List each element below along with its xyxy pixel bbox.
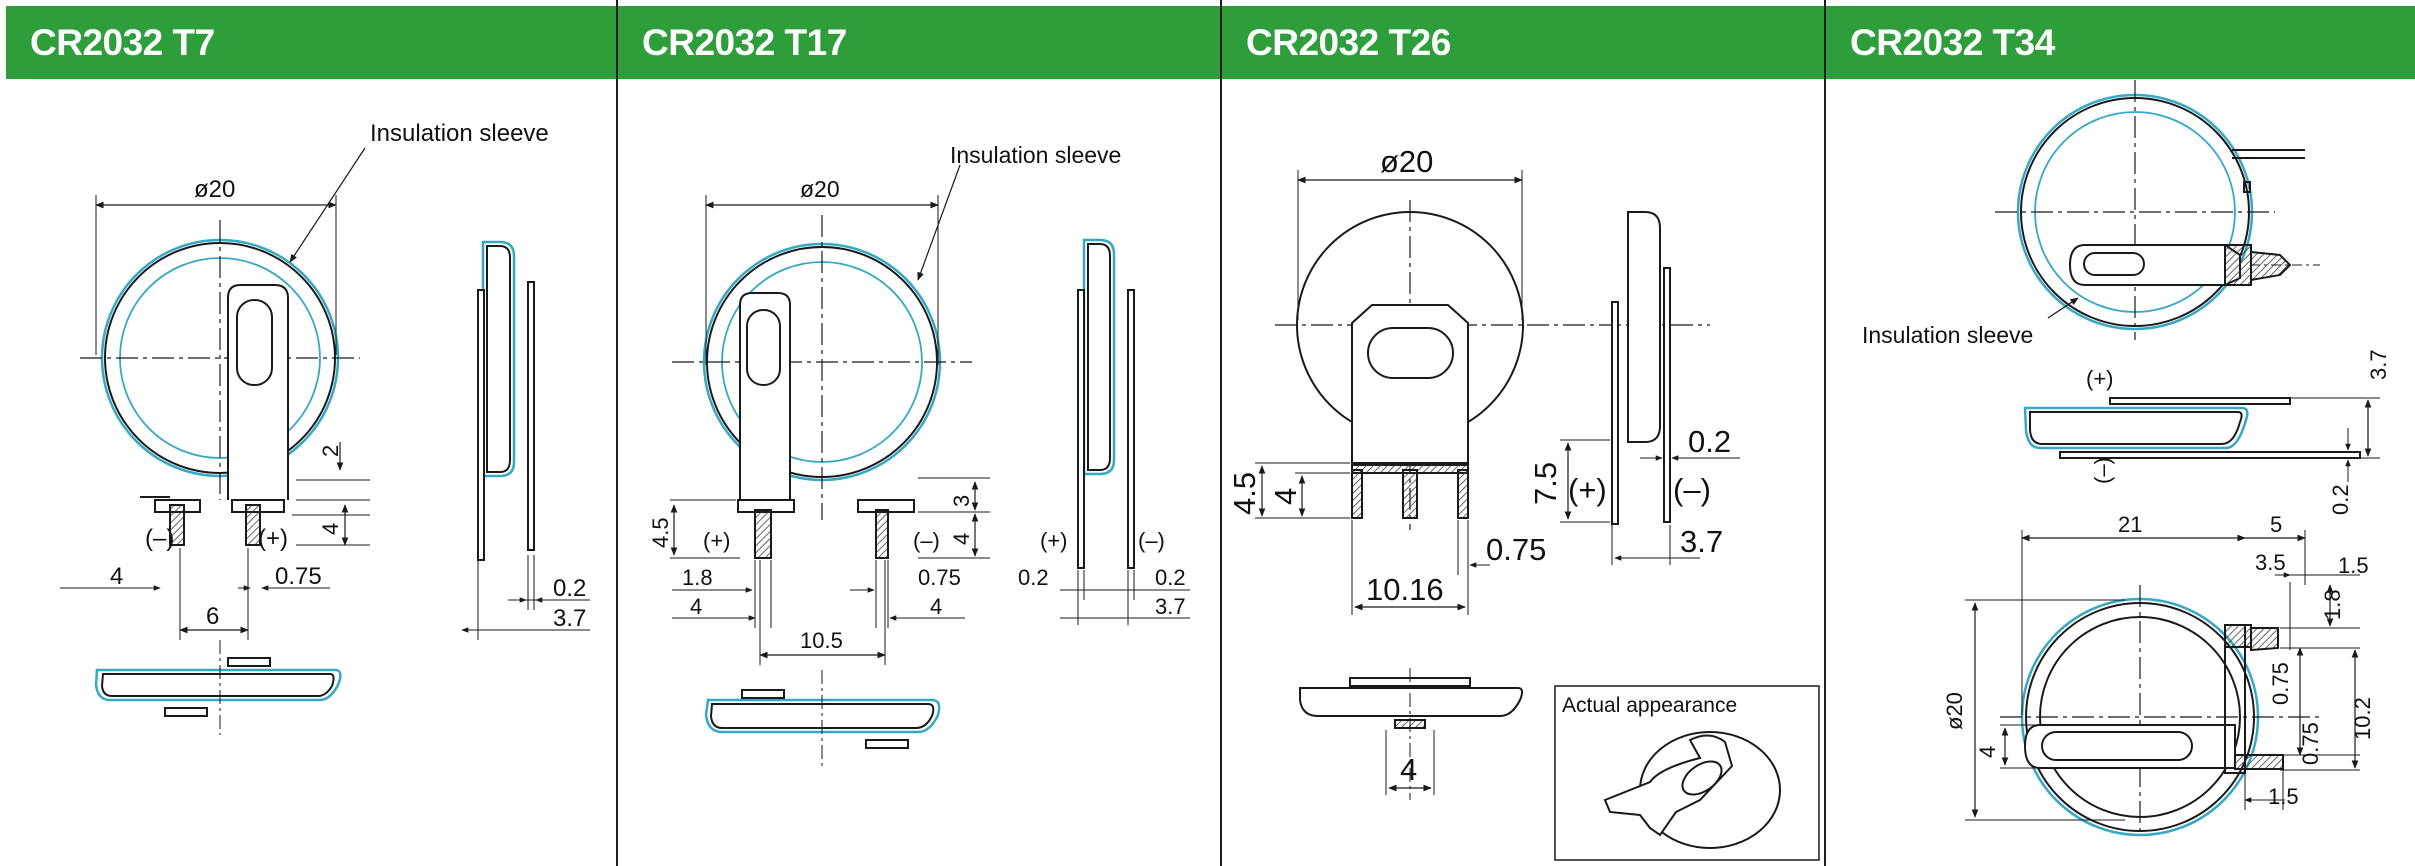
t34-label-d075b: 0.75 — [2298, 722, 2323, 765]
t17-label-d18: 1.8 — [682, 565, 713, 590]
t26-label-d075: 0.75 — [1486, 532, 1546, 567]
panel-title-t26: CR2032 T26 — [1246, 21, 1451, 63]
t17-label-d45: 4.5 — [648, 517, 673, 548]
t17-label-d105: 10.5 — [800, 628, 843, 653]
t7-label-dia: ø20 — [194, 176, 235, 203]
t7-label-d075: 0.75 — [275, 563, 322, 590]
t34-label-d35: 3.5 — [2255, 550, 2286, 575]
t34-label-pos: (+) — [2086, 366, 2114, 391]
t34-label-neg: (–) — [2090, 457, 2115, 484]
t34-bottom-view — [1965, 530, 2360, 837]
t17-label-sneg: (–) — [1138, 528, 1165, 553]
t26-labels: ø20 4.5 4 0.75 10.16 7.5 (+) (–) 0.2 3.7… — [1227, 144, 1737, 787]
t34-labels: Insulation sleeve (+) (–) 3.7 0.2 21 5 3… — [1862, 322, 2391, 809]
t7-label-d4a: 4 — [318, 523, 343, 535]
t34-side-view — [2023, 397, 2380, 482]
t17-label-d3: 3 — [949, 495, 974, 507]
t34-drawing — [1965, 80, 2380, 837]
panel-header-t26: CR2032 T26 — [1222, 6, 1824, 79]
t17-label-sleeve: Insulation sleeve — [950, 142, 1121, 168]
t7-label-d02: 0.2 — [553, 575, 586, 602]
t34-label-d102: 10.2 — [2350, 697, 2375, 740]
t34-label-d4: 4 — [1975, 746, 2000, 758]
t26-label-actual: Actual appearance — [1562, 694, 1737, 717]
t26-side-view — [1560, 211, 1740, 565]
t17-side-view — [1060, 238, 1190, 625]
t34-label-d15b: 1.5 — [2268, 784, 2299, 809]
t26-label-d37: 3.7 — [1680, 524, 1723, 559]
t17-label-pos: (+) — [703, 528, 731, 553]
t7-label-sleeve: Insulation sleeve — [370, 120, 549, 147]
t7-bottom-view — [94, 640, 342, 735]
t7-side-view — [461, 240, 590, 640]
panel-header-t17: CR2032 T17 — [618, 6, 1220, 79]
t17-label-d075: 0.75 — [918, 565, 961, 590]
t34-label-d075a: 0.75 — [2268, 662, 2293, 705]
t7-label-d4b: 4 — [110, 563, 123, 590]
t7-label-pos: (+) — [258, 525, 288, 552]
t17-label-d4a: 4 — [690, 594, 702, 619]
t34-label-d18: 1.8 — [2320, 589, 2345, 620]
t26-label-neg: (–) — [1673, 472, 1711, 507]
t17-label-d37: 3.7 — [1155, 594, 1186, 619]
panel-t7: CR2032 T7 — [6, 0, 618, 866]
t26-label-pos: (+) — [1568, 472, 1607, 507]
t26-label-dia: ø20 — [1380, 144, 1433, 179]
t7-label-neg: (–) — [145, 525, 174, 552]
t26-label-d75: 7.5 — [1528, 462, 1563, 505]
t7-label-d2: 2 — [318, 445, 343, 457]
t26-drawing — [1255, 170, 1820, 861]
t26-actual-appearance — [1554, 685, 1820, 861]
t17-bottom-view — [704, 670, 941, 768]
t17-label-spos: (+) — [1040, 528, 1068, 553]
t34-label-d5: 5 — [2270, 512, 2282, 537]
t26-label-d1016: 10.16 — [1366, 572, 1444, 607]
t34-label-d02: 0.2 — [2328, 484, 2353, 515]
t26-label-d4: 4 — [1268, 488, 1303, 505]
t17-top-view — [670, 164, 990, 665]
t17-label-neg: (–) — [913, 528, 940, 553]
panel-header-t34: CR2032 T34 — [1826, 6, 2415, 79]
t17-label-d4: 4 — [949, 533, 974, 545]
panel-title-t34: CR2032 T34 — [1850, 21, 2055, 63]
t34-label-d21: 21 — [2118, 512, 2142, 537]
t26-label-d45: 4.5 — [1227, 472, 1262, 515]
t7-drawing — [60, 147, 590, 735]
t34-label-d37: 3.7 — [2366, 349, 2391, 380]
t26-label-d4b: 4 — [1400, 752, 1417, 787]
t17-label-d02b: 0.2 — [1155, 565, 1186, 590]
t26-top-view — [1255, 170, 1710, 615]
t17-labels: Insulation sleeve ø20 4.5 (+) 3 4 (–) 1.… — [648, 142, 1186, 653]
t34-label-sleeve: Insulation sleeve — [1862, 322, 2033, 348]
t17-label-d4b: 4 — [930, 594, 942, 619]
t17-label-dia: ø20 — [800, 176, 840, 202]
panel-header-t7: CR2032 T7 — [6, 6, 616, 79]
t34-label-dia: ø20 — [1942, 692, 1967, 730]
t17-drawing — [670, 164, 1190, 768]
t7-label-d37: 3.7 — [553, 605, 586, 632]
t7-top-view — [60, 147, 370, 640]
t34-label-d15a: 1.5 — [2338, 553, 2369, 578]
panel-title-t7: CR2032 T7 — [30, 21, 215, 63]
t17-label-d02a: 0.2 — [1018, 565, 1049, 590]
t7-labels: Insulation sleeve ø20 (–) (+) 2 4 4 0.75… — [110, 120, 586, 632]
t34-top-view — [1995, 80, 2320, 340]
t26-bottom-view — [1299, 668, 1524, 800]
t26-label-d02: 0.2 — [1688, 424, 1731, 459]
panel-title-t17: CR2032 T17 — [642, 21, 847, 63]
t7-label-d6: 6 — [206, 603, 219, 630]
